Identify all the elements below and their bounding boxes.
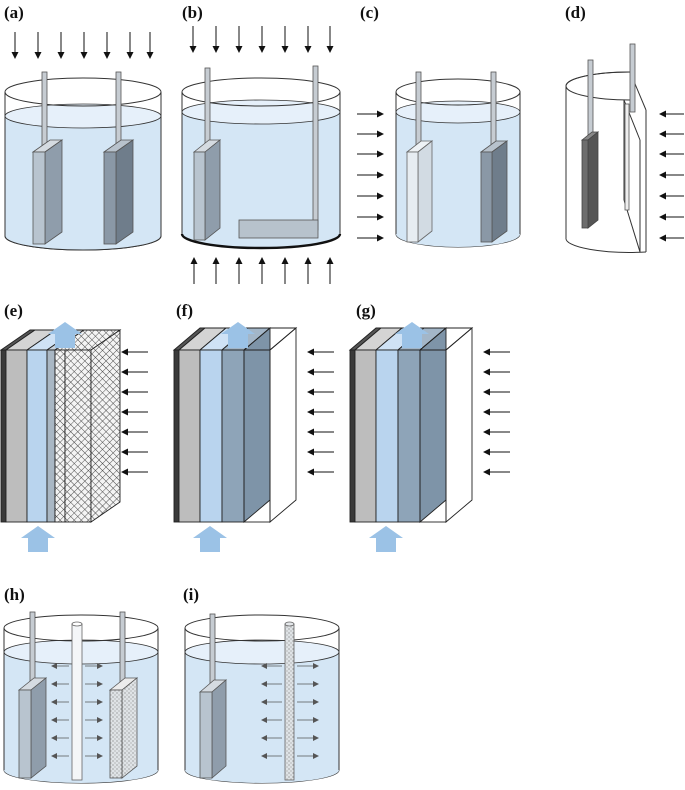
light-arrows-top <box>11 32 154 59</box>
electrode-left <box>580 59 600 229</box>
beaker <box>4 77 162 251</box>
panel-a <box>4 32 162 251</box>
flow-arrows <box>21 322 82 552</box>
panel-h <box>3 611 159 784</box>
panel-g <box>348 322 510 552</box>
light-arrows-side <box>121 348 148 476</box>
bottom-electrode <box>238 65 319 239</box>
flow-arrows <box>193 322 255 552</box>
light-arrows-top <box>189 26 334 53</box>
panel-label-i: (i) <box>183 585 200 604</box>
panel-e <box>0 322 148 552</box>
diffusion-arrows <box>51 663 103 759</box>
light-arrows-side <box>307 348 334 476</box>
center-tube <box>71 621 83 781</box>
panel-label-b: (b) <box>182 3 203 22</box>
panel-label-e: (e) <box>4 301 23 320</box>
electrode-left <box>31 71 64 245</box>
panel-d <box>565 43 684 253</box>
electrode-right <box>479 71 509 243</box>
electrode-right <box>108 611 139 779</box>
beaker <box>180 77 342 250</box>
half-beaker <box>565 71 647 253</box>
panel-c <box>357 71 521 248</box>
panel-i <box>184 613 340 784</box>
cell-stack <box>0 329 122 523</box>
electrode-right <box>102 71 135 245</box>
cell-stack <box>348 327 474 523</box>
diffusion-arrows <box>261 663 319 759</box>
panel-label-f: (f) <box>176 301 193 320</box>
electrode-right <box>624 43 636 211</box>
panel-label-c: (c) <box>360 3 379 22</box>
electrode-left <box>405 71 434 243</box>
panel-label-a: (a) <box>4 3 24 22</box>
cell-stack <box>172 327 298 523</box>
electrode-left <box>198 613 228 779</box>
panel-label-g: (g) <box>356 301 376 320</box>
panel-b <box>180 26 342 284</box>
panel-f <box>172 322 334 552</box>
electrode-left <box>17 611 48 779</box>
flow-arrows <box>369 322 429 552</box>
light-arrows-bottom <box>190 257 334 284</box>
panel-label-h: (h) <box>4 585 25 604</box>
light-arrows-side <box>659 110 684 242</box>
coated-rod <box>284 621 295 781</box>
light-arrows-side <box>357 110 384 242</box>
light-arrows-side <box>483 348 510 476</box>
panel-label-d: (d) <box>565 3 586 22</box>
electrode-left <box>192 67 222 241</box>
